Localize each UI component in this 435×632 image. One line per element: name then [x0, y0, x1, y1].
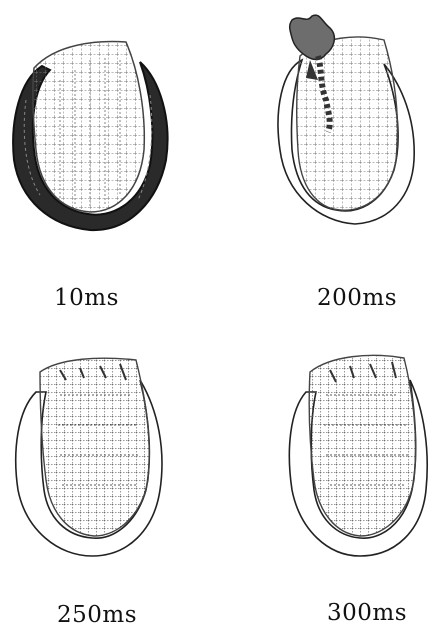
inner-chamber-300ms [309, 355, 415, 536]
panel-label-300ms: 300ms [327, 600, 407, 626]
